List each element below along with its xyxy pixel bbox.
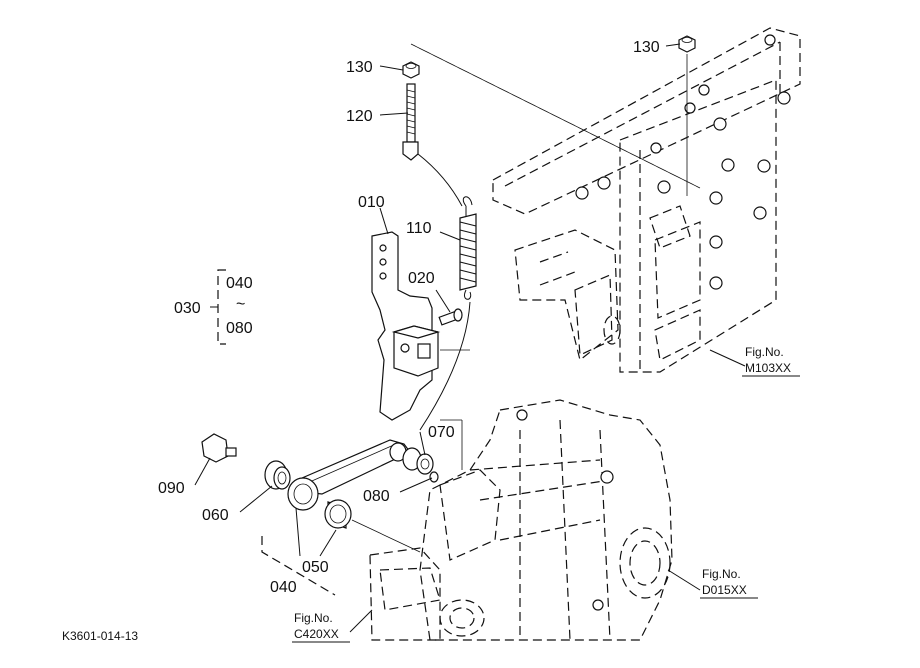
label-020: 020 — [408, 270, 435, 287]
frame-bracket — [492, 27, 801, 373]
ref-d015-code: D015XX — [702, 583, 747, 597]
bolt-020 — [438, 308, 463, 326]
label-tilde: ~ — [236, 296, 245, 313]
ref-m103-code: M103XX — [745, 361, 791, 375]
label-030: 030 — [174, 300, 201, 317]
label-060: 060 — [202, 507, 229, 524]
transmission-case — [369, 399, 673, 641]
label-130-right: 130 — [633, 39, 660, 56]
bushing-060 — [264, 460, 291, 490]
nut-130-right — [678, 35, 696, 53]
label-080-range: 080 — [226, 320, 253, 337]
label-130-left: 130 — [346, 59, 373, 76]
label-110: 110 — [406, 220, 432, 237]
clip-080 — [429, 471, 439, 483]
ref-d015-title: Fig.No. — [702, 567, 741, 581]
frame-bolts — [575, 34, 791, 290]
bushing-040 — [287, 477, 319, 511]
label-090: 090 — [158, 480, 185, 497]
label-040: 040 — [270, 579, 297, 596]
label-050: 050 — [302, 559, 329, 576]
label-010: 010 — [358, 194, 385, 211]
ref-c420-code: C420XX — [294, 627, 339, 641]
spring-110 — [417, 153, 477, 431]
plug-090 — [201, 433, 237, 463]
nut-130-left — [402, 61, 420, 79]
label-080: 080 — [363, 488, 390, 505]
lever-010 — [371, 231, 441, 421]
sleeve-050 — [324, 499, 352, 529]
label-040-range: 040 — [226, 275, 253, 292]
callout-labels: 130 120 130 010 110 020 030 040 ~ 080 07… — [158, 39, 660, 596]
drawing-code: K3601-014-13 — [62, 629, 138, 643]
ref-m103-title: Fig.No. — [745, 345, 784, 359]
label-120: 120 — [346, 108, 373, 125]
leader-lines — [194, 43, 746, 633]
ref-c420-title: Fig.No. — [294, 611, 333, 625]
figure-references: Fig.No. M103XX Fig.No. D015XX Fig.No. C4… — [292, 345, 800, 643]
bolt-120 — [402, 83, 419, 161]
label-070: 070 — [428, 424, 455, 441]
